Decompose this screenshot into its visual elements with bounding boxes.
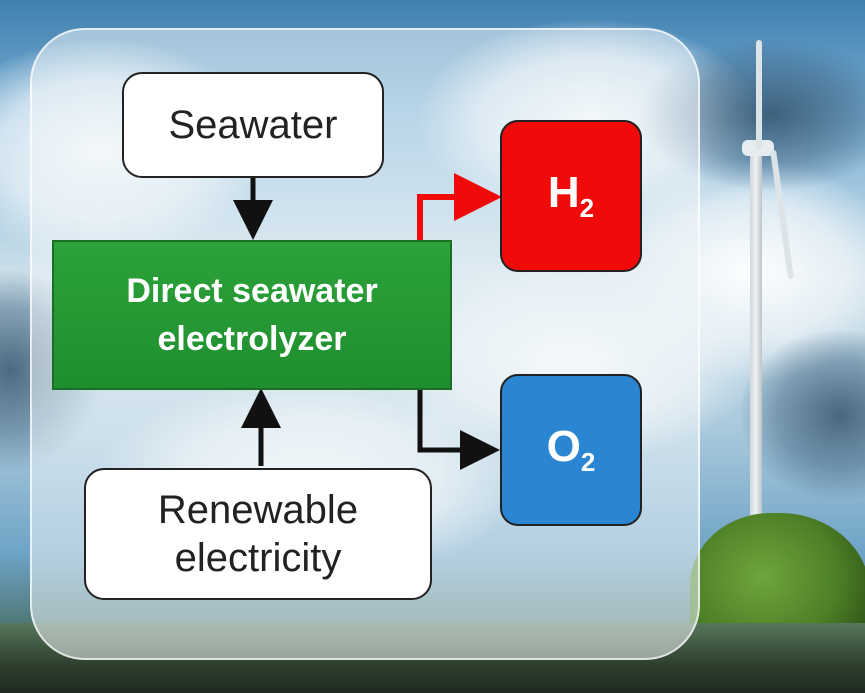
h2-symbol: H <box>547 168 580 217</box>
hydrogen-node: H2 <box>500 120 642 272</box>
seawater-label: Seawater <box>168 103 338 147</box>
o2-symbol: O <box>546 422 581 471</box>
electrolyzer-label-line2: electrolyzer <box>157 320 347 358</box>
oxygen-label: O2 <box>547 422 596 478</box>
h2-subscript: 2 <box>579 193 595 223</box>
arrow-electrolyzer-to-h2 <box>417 173 502 240</box>
arrow-electrolyzer-to-o2 <box>417 390 500 470</box>
seawater-node: Seawater <box>122 72 384 178</box>
electrolyzer-label-line1: Direct seawater <box>126 272 378 310</box>
renewable-electricity-node: Renewable electricity <box>84 468 432 600</box>
o2-subscript: 2 <box>580 447 596 477</box>
renewable-label-line2: electricity <box>174 536 342 580</box>
wind-turbine-tower <box>750 150 762 580</box>
hydrogen-label: H2 <box>548 168 594 224</box>
electrolyzer-node: Direct seawater electrolyzer <box>52 240 452 390</box>
oxygen-node: O2 <box>500 374 642 526</box>
renewable-label-line1: Renewable <box>157 488 359 532</box>
wind-turbine-blade <box>756 40 762 150</box>
